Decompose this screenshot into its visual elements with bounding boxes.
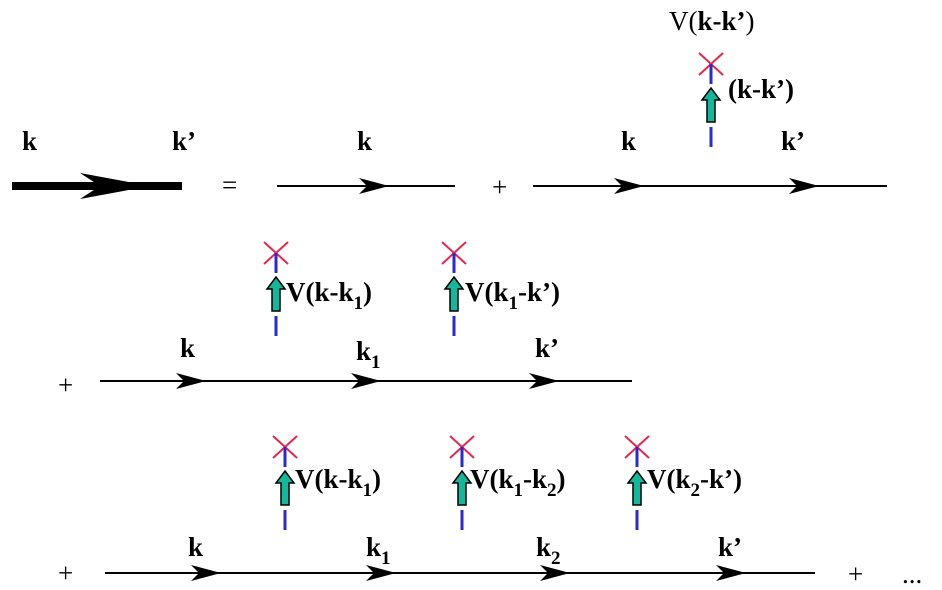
k1-label: k1 [356, 336, 381, 373]
dressed-propagator: k k’ [12, 126, 196, 199]
k2-label: k2 [536, 532, 561, 569]
potential-label-1: V(k-k1) [286, 277, 372, 314]
first-order-k-label: k [621, 126, 636, 156]
k1-label: k1 [366, 532, 391, 569]
momentum-transfer-label: (k-k’) [728, 74, 794, 104]
plus-sign-1: + [492, 172, 507, 202]
third-order-term: k k1 k2 k’ V(k-k1) V(k1-k2) V(k2-k’) [105, 434, 815, 581]
second-order-term: k k1 k’ V(k-k1) V(k1-k’) [100, 240, 632, 389]
potential-label-2: V(k1-k’) [465, 277, 560, 314]
interaction-vertex [262, 240, 290, 338]
ellipsis: ... [902, 559, 922, 589]
potential-label-2: V(k1-k2) [470, 464, 566, 501]
kp-label: k’ [535, 333, 559, 363]
potential-label-1: V(k-k1) [295, 464, 381, 501]
k-label: k [188, 532, 203, 562]
interaction-vertex [697, 51, 725, 149]
plus-sign-3: + [58, 558, 73, 588]
k-label: k [180, 333, 195, 363]
free-propagator: k [277, 126, 455, 194]
free-k-label: k [357, 126, 372, 156]
interaction-vertex [623, 434, 651, 532]
equals-sign: = [222, 170, 237, 200]
potential-label-3: V(k2-k’) [647, 464, 742, 501]
first-order-term: k k’ V(k-k’) (k-k’) [533, 6, 887, 194]
interaction-vertex [271, 434, 299, 532]
plus-sign-4: + [848, 559, 863, 589]
interaction-vertex [440, 240, 468, 338]
plus-sign-2: + [58, 370, 73, 400]
potential-label: V(k-k’) [669, 6, 755, 36]
lhs-kp-label: k’ [172, 126, 196, 156]
lhs-k-label: k [22, 126, 37, 156]
kp-label: k’ [718, 532, 742, 562]
first-order-kp-label: k’ [781, 126, 805, 156]
